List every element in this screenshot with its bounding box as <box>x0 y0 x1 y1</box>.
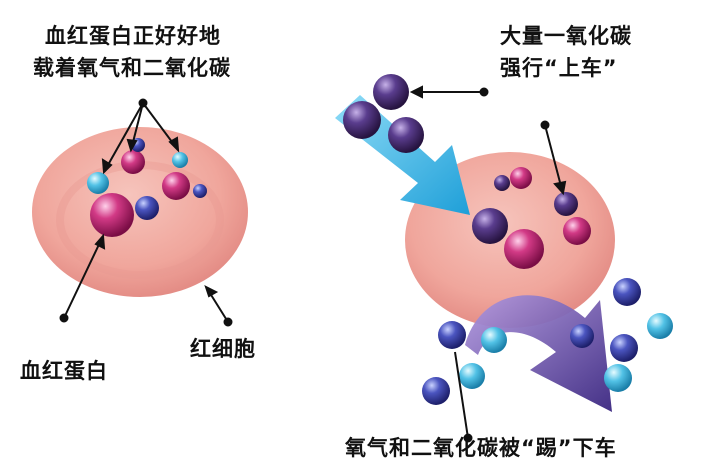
oxygen-ball <box>135 196 159 220</box>
hemoglobin-ball <box>121 150 145 174</box>
carbon-dioxide-ball <box>604 364 632 392</box>
carbon-dioxide-ball <box>647 313 673 339</box>
carbon-monoxide-ball <box>554 192 578 216</box>
carbon-monoxide-ball <box>494 175 510 191</box>
oxygen-ball <box>422 377 450 405</box>
label-kicked-off: 氧气和二氧化碳被“踢”下车 <box>345 436 617 460</box>
carbon-dioxide-ball <box>87 172 109 194</box>
oxygen-ball <box>610 334 638 362</box>
label-co-boarding: 大量一氧化碳 强行“上车” <box>500 20 632 84</box>
carbon-monoxide-group <box>343 74 424 153</box>
carbon-dioxide-ball <box>459 363 485 389</box>
oxygen-ball <box>193 184 207 198</box>
oxygen-ball <box>438 321 466 349</box>
hemoglobin-ball <box>90 193 134 237</box>
left-molecules <box>87 138 207 237</box>
carbon-monoxide-ball <box>388 117 424 153</box>
released-molecules <box>422 278 673 405</box>
label-red-blood-cell: 红细胞 <box>190 337 256 361</box>
purple-curved-arrow <box>465 295 612 412</box>
carbon-monoxide-ball <box>373 74 409 110</box>
label-line: 强行“上车” <box>500 56 618 80</box>
hemoglobin-ball <box>162 172 190 200</box>
carbon-dioxide-ball <box>172 152 188 168</box>
oxygen-ball <box>570 324 594 348</box>
label-line: 血红蛋白正好好地 <box>45 24 221 48</box>
right-molecules <box>472 167 591 269</box>
hemoglobin-ball <box>510 167 532 189</box>
pointer-lines <box>59 85 567 443</box>
carbon-monoxide-ball <box>472 208 508 244</box>
label-line: 大量一氧化碳 <box>500 24 632 48</box>
oxygen-ball <box>613 278 641 306</box>
hemoglobin-ball <box>563 217 591 245</box>
label-hemoglobin: 血红蛋白 <box>20 359 108 383</box>
label-hemoglobin-carrying: 血红蛋白正好好地 载着氧气和二氧化碳 <box>33 20 231 84</box>
carbon-monoxide-ball <box>343 101 381 139</box>
hemoglobin-ball <box>504 229 544 269</box>
label-line: 载着氧气和二氧化碳 <box>33 56 231 80</box>
carbon-dioxide-ball <box>481 327 507 353</box>
